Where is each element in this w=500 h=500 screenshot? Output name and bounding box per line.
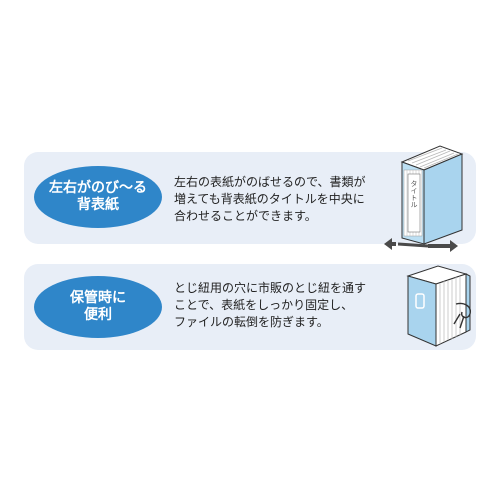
binder-front-cover-icon [423,153,463,245]
description-line-3: 合わせることができます。 [174,209,317,223]
feature-panel-storage: 保管時に 便利 とじ紐用の穴に市販のとじ紐を通す ことで、表紙をしっかり固定し、… [24,264,476,350]
spine-title-label: タイトル [410,180,418,208]
expandable-binder-illustration: タイトル [384,145,464,252]
description-line-2: 増えても背表紙のタイトルを中央に [174,192,365,206]
description-line-3: ファイルの転倒を防ぎます。 [174,315,329,329]
badge-line-1: 保管時に [70,289,126,306]
feature-description-storage: とじ紐用の穴に市販のとじ紐を通す ことで、表紙をしっかり固定し、 ファイルの転倒… [174,280,414,331]
binder-spine-icon: タイトル [407,173,421,233]
binding-cord-icon [415,293,471,329]
description-line-1: 左右の表紙がのばせるので、書類が [174,175,366,189]
badge-line-1: 左右がのび〜る [49,179,147,196]
expand-arrows-icon [384,238,458,252]
feature-description-expandable-spine: 左右の表紙がのばせるので、書類が 増えても背表紙のタイトルを中央に 合わせること… [174,174,414,225]
badge-line-2: 便利 [84,307,112,323]
binder-pages-icon [435,273,471,347]
binder-front-cover-icon [407,275,437,347]
description-line-2: ことで、表紙をしっかり固定し、 [174,298,354,312]
description-line-1: とじ紐用の穴に市販のとじ紐を通す [174,281,367,295]
feature-badge-storage: 保管時に 便利 [34,276,162,338]
tied-binder-illustration [406,265,471,347]
feature-panel-expandable-spine: 左右がのび〜る 背表紙 左右の表紙がのばせるので、書類が 増えても背表紙のタイト… [24,152,476,244]
badge-line-2: 背表紙 [77,197,119,213]
feature-badge-expandable-spine: 左右がのび〜る 背表紙 [34,166,162,228]
